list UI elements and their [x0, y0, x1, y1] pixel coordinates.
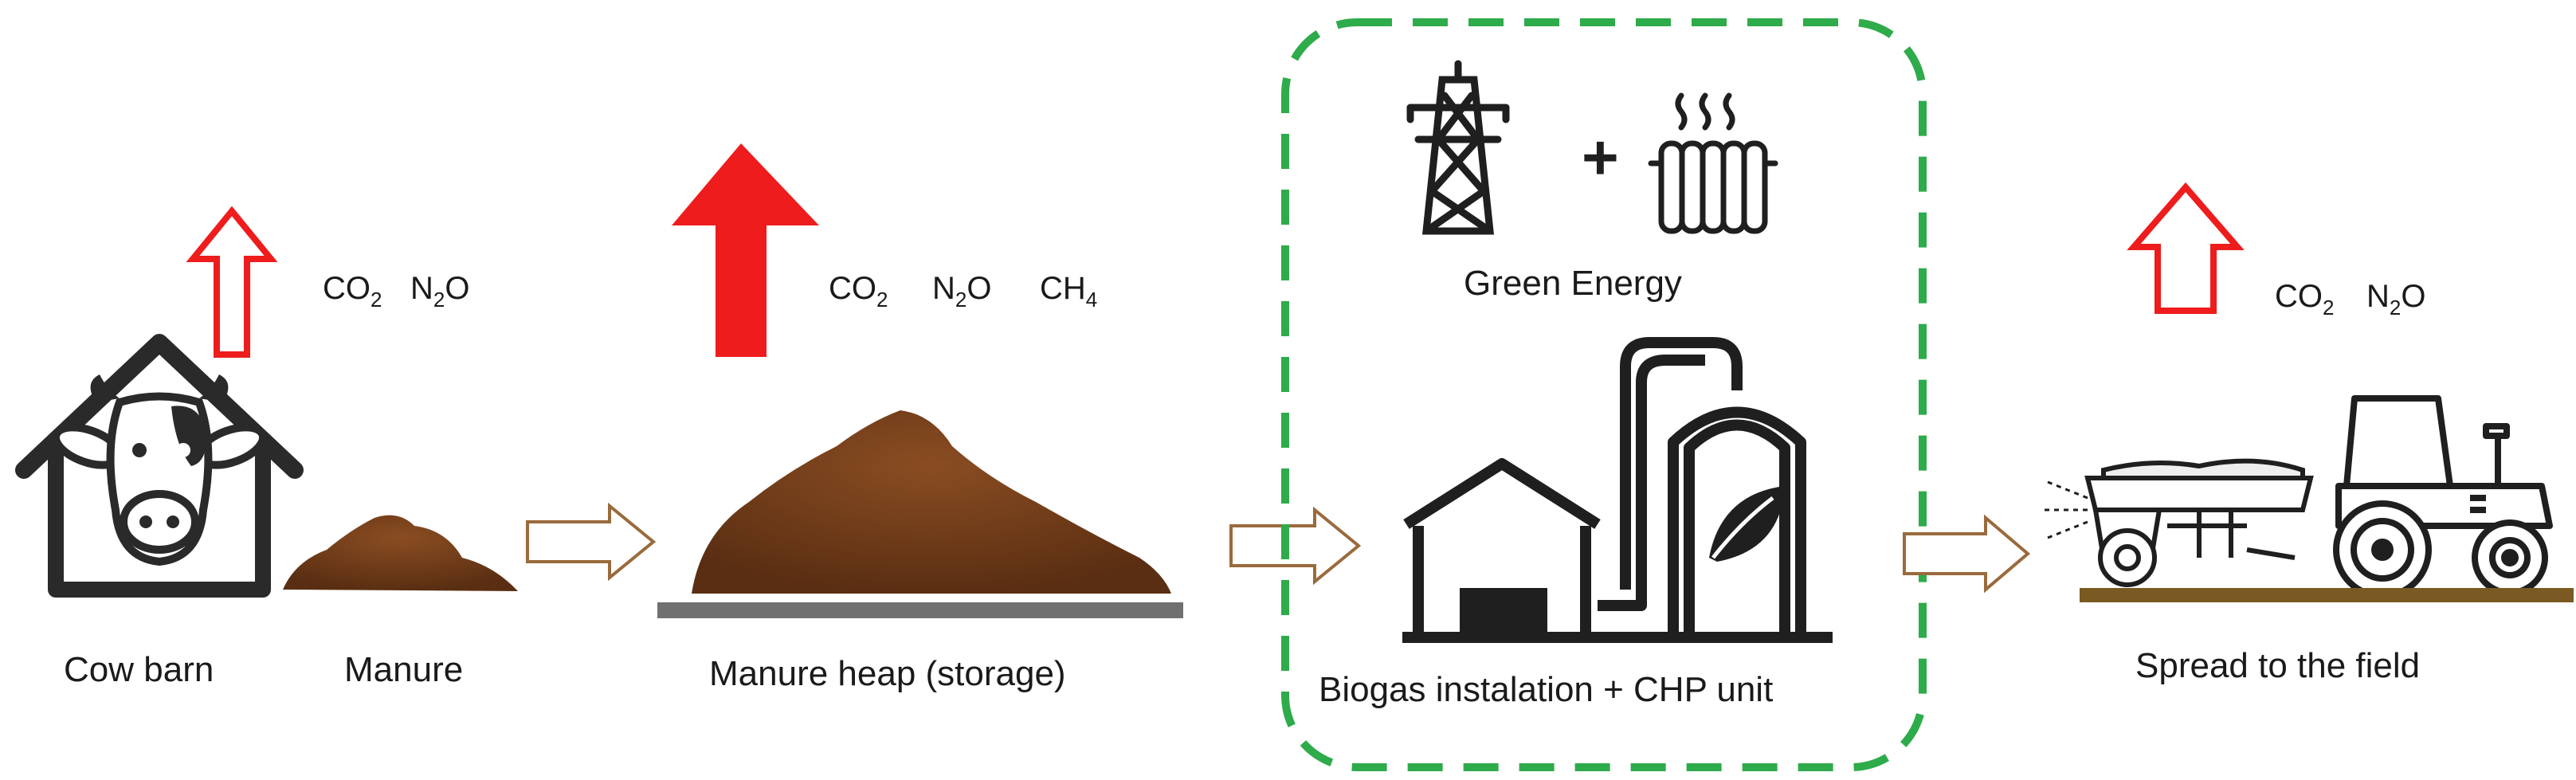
emission-arrow-barn	[186, 206, 278, 358]
barn-emissions: CO2 N2O	[323, 271, 469, 312]
plus-sign: +	[1582, 122, 1619, 193]
leaf-icon	[1709, 486, 1785, 562]
gas-co2-barn: CO2	[323, 271, 382, 312]
gas-n2o-field: N2O	[2366, 279, 2425, 319]
label-green-energy: Green Energy	[1464, 264, 1682, 303]
gas-co2-heap: CO2	[829, 271, 888, 312]
gas-co2-field: CO2	[2275, 279, 2334, 319]
flow-arrow-1	[526, 502, 657, 582]
flow-arrow-3	[1903, 514, 2031, 594]
tractor-icon	[2333, 395, 2553, 599]
biogas-boundary	[1281, 18, 1927, 771]
flow-arrow-2	[1229, 506, 1362, 586]
heap-emissions: CO2 N2O CH4	[829, 271, 1097, 312]
emission-arrow-heap	[672, 143, 819, 357]
gas-n2o-heap: N2O	[932, 271, 991, 312]
emission-arrow-field	[2127, 182, 2245, 314]
power-pylon-icon	[1406, 60, 1510, 235]
label-cow-barn: Cow barn	[64, 650, 214, 689]
gas-ch4-heap: CH4	[1040, 271, 1097, 312]
gas-n2o-barn: N2O	[410, 271, 469, 312]
biogas-plant-icon	[1402, 337, 1833, 643]
cow-icon	[51, 374, 268, 566]
field-emissions: CO2 N2O	[2275, 279, 2425, 319]
label-spread-field: Spread to the field	[2135, 646, 2420, 685]
label-manure: Manure	[344, 650, 463, 689]
manure-heap-icon	[657, 410, 1183, 618]
manure-pile-icon	[283, 515, 518, 591]
storage-slab	[657, 602, 1183, 618]
field-ground	[2080, 588, 2574, 602]
label-manure-heap: Manure heap (storage)	[709, 654, 1066, 693]
radiator-icon	[1648, 92, 1778, 234]
label-biogas: Biogas instalation + CHP unit	[1319, 670, 1773, 709]
spreader-icon	[2044, 458, 2314, 587]
